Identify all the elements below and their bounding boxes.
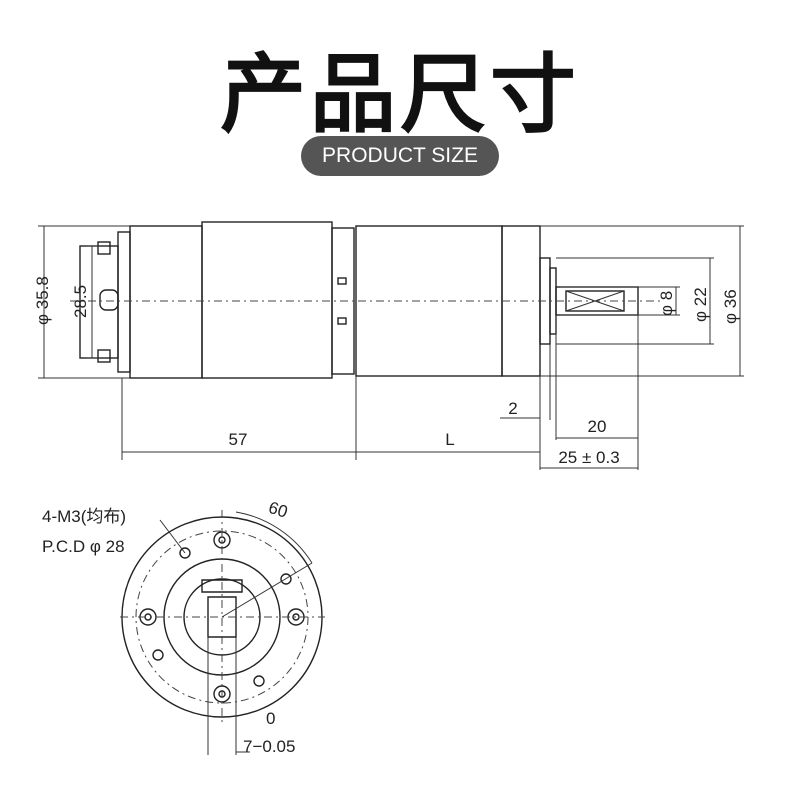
key-slot [201, 579, 243, 593]
dim-shaft-dia: φ 8 [657, 291, 676, 316]
terminal-bottom [97, 349, 111, 363]
end-cap-plate [117, 231, 131, 373]
label-holes: 4-M3(均布) [42, 507, 126, 526]
vent-bottom [337, 317, 347, 325]
dim-gear-len: L [445, 430, 454, 449]
dim-boss-len: 2 [508, 399, 517, 418]
subtitle-badge: PRODUCT SIZE [301, 136, 499, 176]
dim-body-dia: φ 35.8 [33, 276, 52, 325]
angle-arc [235, 511, 313, 564]
front-view: 4-M3(均布) P.C.D φ 28 60 0 7−0.05 [42, 498, 325, 756]
side-view: φ 35.8 28.5 φ 8 φ 22 φ 36 57 L 2 20 25 ±… [33, 221, 744, 470]
label-flat-zero: 0 [266, 709, 275, 728]
label-flat-tol: 7−0.05 [243, 737, 295, 756]
vent-top [337, 277, 347, 285]
label-angle: 60 [266, 498, 290, 522]
terminal-top [97, 241, 111, 255]
dim-motor-len: 57 [229, 430, 248, 449]
dim-end-dia: 28.5 [71, 285, 90, 318]
dim-gear-dia: φ 36 [721, 289, 740, 324]
label-pcd: P.C.D φ 28 [42, 537, 125, 556]
dim-boss-dia: φ 22 [691, 287, 710, 322]
end-bearing [99, 289, 119, 311]
motor-body-rear [129, 225, 203, 379]
dim-shaft-len: 20 [588, 417, 607, 436]
motor-body [201, 221, 333, 379]
page-title: 产品尺寸 [220, 45, 580, 145]
dim-output-len: 25 ± 0.3 [558, 448, 619, 467]
